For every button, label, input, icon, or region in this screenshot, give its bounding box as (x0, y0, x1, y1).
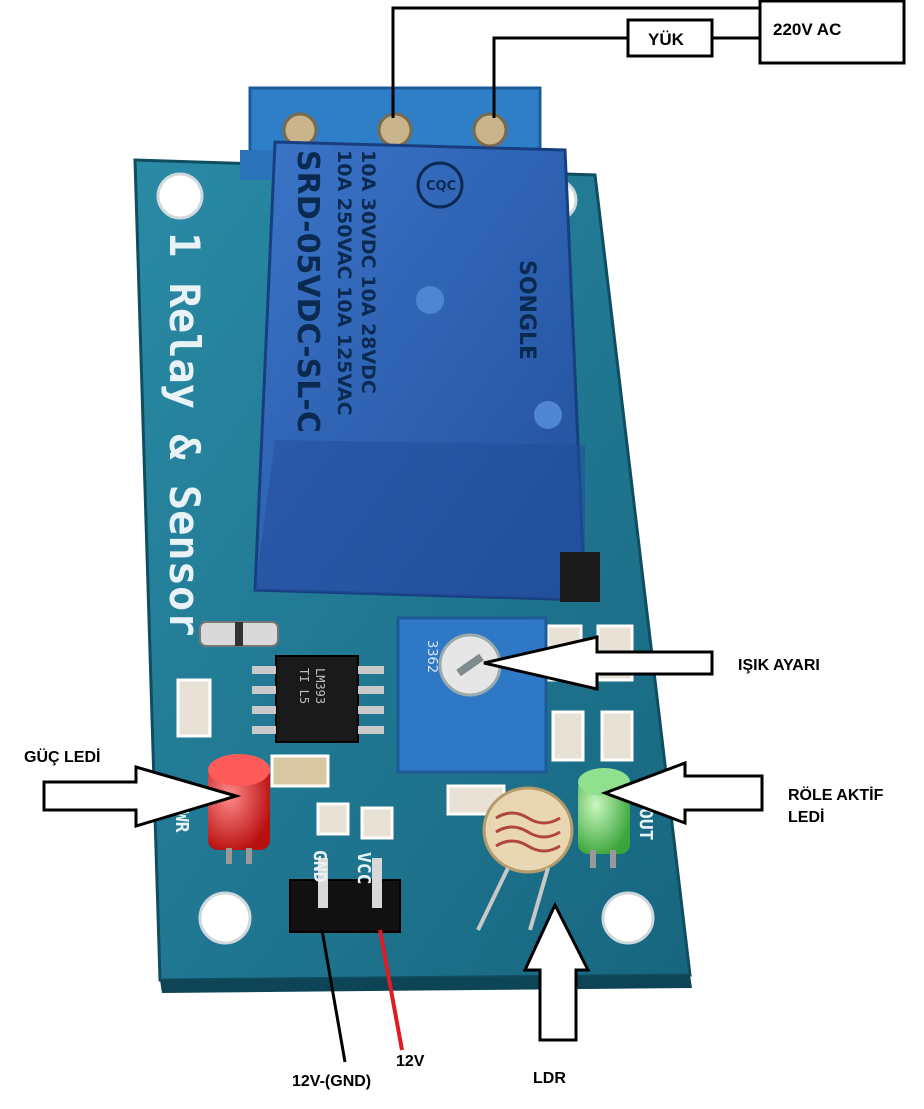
relay-rivet (534, 401, 562, 429)
ic-label: TI L5 (297, 668, 311, 704)
relay-rivet (416, 286, 444, 314)
load-label: YÜK (648, 30, 685, 49)
power-header (289, 802, 401, 933)
power-led-label: GÜÇ LEDİ (24, 747, 100, 766)
power-source-label: 220V AC (773, 20, 841, 39)
cert-mark: CQC (426, 179, 456, 194)
gnd-label: 12V-(GND) (292, 1073, 371, 1090)
mounting-hole (198, 891, 252, 945)
wiring (320, 6, 762, 1063)
comparator-ic: LM393 TI L5 (252, 655, 384, 743)
screw-icon (472, 112, 508, 148)
light-adjust-arrow-icon (483, 635, 714, 691)
relay-rating-text: 10A 250VAC 10A 125VAC (333, 150, 355, 416)
wire-load-line (492, 36, 628, 118)
relay-active-led (578, 768, 630, 868)
ldr-sensor (476, 786, 574, 931)
wire-ac-line (391, 6, 762, 118)
mounting-hole (601, 891, 655, 945)
pin-label-vcc: VCC (353, 852, 374, 885)
pin-label-gnd: GND (309, 850, 330, 883)
out-mark: OUT (635, 808, 656, 841)
potentiometer: 3362 (396, 616, 548, 774)
power-led-arrow-icon (42, 765, 242, 829)
relay-led-arrow-icon (600, 760, 764, 826)
screw-icon (377, 112, 413, 148)
relay-model-text: SRD-05VDC-SL-C (290, 150, 325, 433)
ldr-label: LDR (533, 1070, 566, 1087)
ldr-arrow-icon (522, 901, 591, 1042)
relay-rating-text: 10A 30VDC 10A 28VDC (357, 150, 379, 394)
board-title: 1 Relay & Sensor (160, 232, 209, 637)
ic-label: LM393 (313, 668, 327, 704)
power-led (208, 754, 270, 864)
vcc-label: 12V (396, 1053, 425, 1070)
mounting-hole (156, 172, 204, 220)
wire-gnd (320, 929, 347, 1063)
relay: SRD-05VDC-SL-C 10A 250VAC 10A 125VAC 10A… (253, 140, 587, 602)
wire-vcc (378, 929, 404, 1051)
power-source-box (758, 0, 906, 65)
cqc-logo-icon (416, 161, 464, 209)
load-box (626, 18, 714, 58)
light-adjust-label: IŞIK AYARI (738, 657, 820, 674)
pot-code: 3362 (424, 640, 439, 673)
relay-active-led-label: RÖLE AKTİF (788, 785, 884, 804)
relay-active-led-label-line2: LEDİ (788, 808, 824, 826)
relay-brand-text: SONGLE (514, 260, 539, 360)
